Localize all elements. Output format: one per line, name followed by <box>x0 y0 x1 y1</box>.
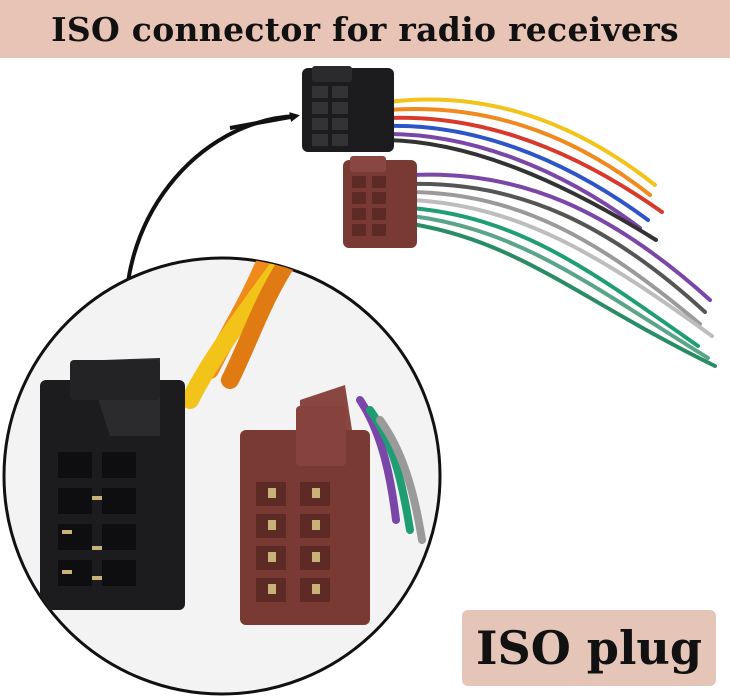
connector-photo-top <box>302 66 717 368</box>
zoom-wires-right <box>356 396 426 544</box>
caption-label: ISO plug <box>475 621 703 675</box>
caption-box: ISO plug <box>462 610 716 686</box>
brown-connector-large <box>240 385 370 625</box>
title-banner: ISO connector for radio receivers <box>0 0 730 58</box>
zoom-wires-orange <box>181 258 299 409</box>
page-title: ISO connector for radio receivers <box>51 9 679 49</box>
black-connector-large <box>40 358 185 610</box>
zoom-circle <box>2 256 442 696</box>
black-connector-small <box>302 66 394 152</box>
brown-connector-small <box>343 156 417 248</box>
black-connector-wires <box>386 97 664 242</box>
arrow-head-top <box>229 112 300 130</box>
brown-connector-wires <box>410 172 717 368</box>
